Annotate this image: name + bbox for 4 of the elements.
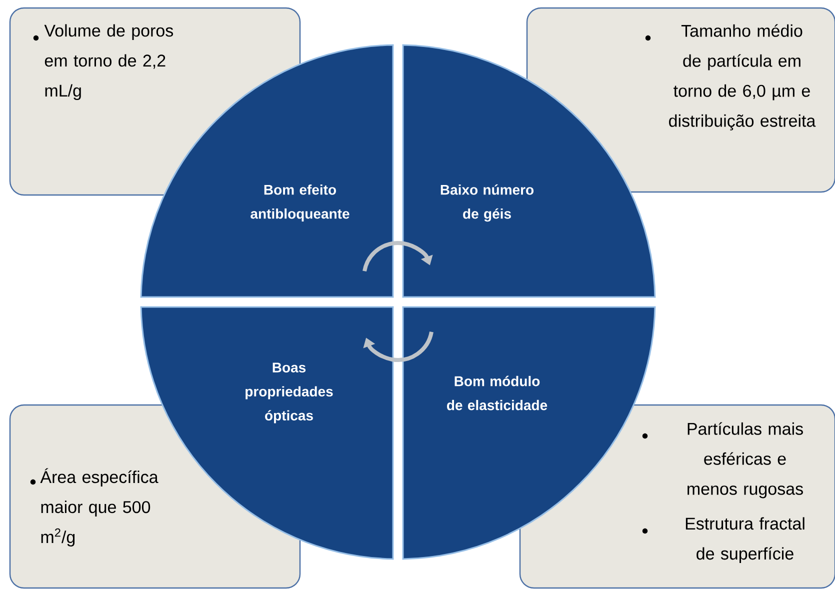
quadrant: Bom módulo de elasticidade bbox=[402, 306, 656, 560]
quadrant: Baixo número de géis bbox=[402, 44, 656, 298]
curved-arrow bbox=[363, 331, 434, 362]
curved-arrow bbox=[362, 241, 433, 272]
